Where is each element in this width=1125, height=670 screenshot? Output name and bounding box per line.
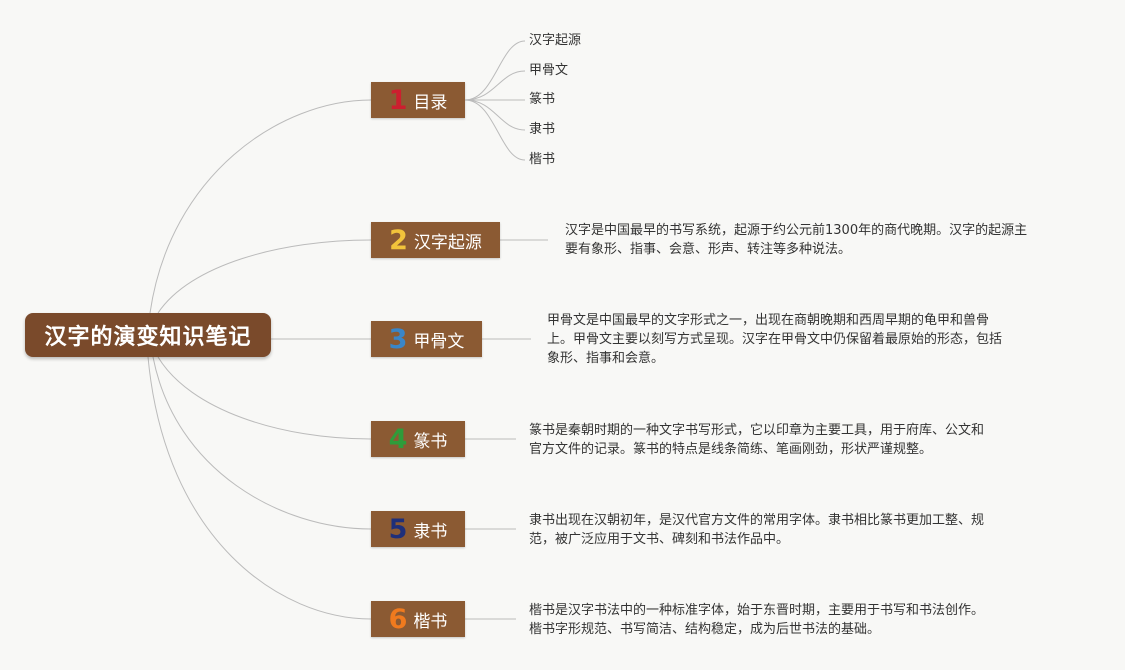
branch-label: 目录: [413, 92, 448, 113]
branch-node-clerical[interactable]: 5 隶书: [371, 511, 465, 547]
branch-number: 3: [388, 323, 408, 355]
branch-node-oracle[interactable]: 3 甲骨文: [371, 321, 482, 357]
toc-item-oracle[interactable]: 甲骨文: [529, 63, 569, 78]
toc-item-seal[interactable]: 篆书: [529, 92, 556, 107]
desc-line: 官方文件的记录。篆书的特点是线条简练、笔画刚劲，形状严谨规整。: [529, 442, 933, 457]
root-node[interactable]: 汉字的演变知识笔记: [25, 313, 271, 357]
branch-node-toc[interactable]: 1 目录: [371, 82, 465, 118]
regular-description: 楷书是汉字书法中的一种标准字体，始于东晋时期，主要用于书写和书法创作。 楷书字形…: [529, 601, 984, 639]
branch-label: 篆书: [413, 431, 448, 452]
toc-item-regular[interactable]: 楷书: [529, 152, 556, 167]
branch-number: 6: [388, 603, 408, 635]
branch-label: 甲骨文: [413, 331, 465, 352]
link-toc-2: [464, 70, 526, 101]
desc-line: 范，被广泛应用于文书、碑刻和书法作品中。: [529, 532, 790, 547]
seal-description: 篆书是秦朝时期的一种文字书写形式，它以印章为主要工具，用于府库、公文和 官方文件…: [529, 421, 984, 459]
branch-label: 隶书: [413, 521, 448, 542]
link-root-5: [152, 356, 372, 530]
link-root-1: [149, 99, 372, 314]
branch-node-regular[interactable]: 6 楷书: [371, 601, 465, 637]
desc-line: 篆书是秦朝时期的一种文字书写形式，它以印章为主要工具，用于府库、公文和: [529, 423, 985, 438]
desc-line: 象形、指事和会意。: [547, 351, 665, 366]
branch-node-seal[interactable]: 4 篆书: [371, 421, 465, 457]
branch-number: 2: [389, 224, 408, 256]
clerical-description: 隶书出现在汉朝初年，是汉代官方文件的常用字体。隶书相比篆书更加工整、规 范，被广…: [529, 511, 984, 549]
link-root-2: [157, 239, 372, 314]
link-root-6: [147, 356, 372, 620]
toc-item-origin[interactable]: 汉字起源: [529, 33, 582, 48]
link-toc-4: [464, 99, 526, 131]
branch-node-origin[interactable]: 2 汉字起源: [371, 222, 500, 258]
desc-line: 楷书字形规范、书写简洁、结构稳定，成为后世书法的基础。: [529, 622, 881, 637]
toc-item-clerical[interactable]: 隶书: [529, 122, 556, 137]
desc-line: 甲骨文是中国最早的文字形式之一，出现在商朝晚期和西周早期的龟甲和兽骨: [547, 313, 990, 328]
branch-number: 5: [388, 513, 408, 545]
desc-line: 汉字是中国最早的书写系统，起源于约公元前1300年的商代晚期。汉字的起源主: [565, 223, 1028, 238]
branch-label: 楷书: [413, 611, 448, 632]
root-title: 汉字的演变知识笔记: [44, 325, 252, 350]
branch-number: 1: [388, 84, 408, 116]
branch-number: 4: [388, 423, 408, 455]
desc-line: 隶书出现在汉朝初年，是汉代官方文件的常用字体。隶书相比篆书更加工整、规: [529, 513, 985, 528]
link-root-4: [157, 356, 372, 440]
oracle-description: 甲骨文是中国最早的文字形式之一，出现在商朝晚期和西周早期的龟甲和兽骨 上。甲骨文…: [547, 311, 1002, 368]
desc-line: 楷书是汉字书法中的一种标准字体，始于东晋时期，主要用于书写和书法创作。: [529, 603, 985, 618]
link-toc-1: [464, 40, 526, 101]
branch-label: 汉字起源: [413, 232, 482, 253]
desc-line: 上。甲骨文主要以刻写方式呈现。汉字在甲骨文中仍保留着最原始的形态，包括: [547, 332, 1003, 347]
desc-line: 要有象形、指事、会意、形声、转注等多种说法。: [565, 242, 852, 257]
link-toc-5: [464, 99, 526, 161]
origin-description: 汉字是中国最早的书写系统，起源于约公元前1300年的商代晚期。汉字的起源主 要有…: [565, 221, 1027, 259]
